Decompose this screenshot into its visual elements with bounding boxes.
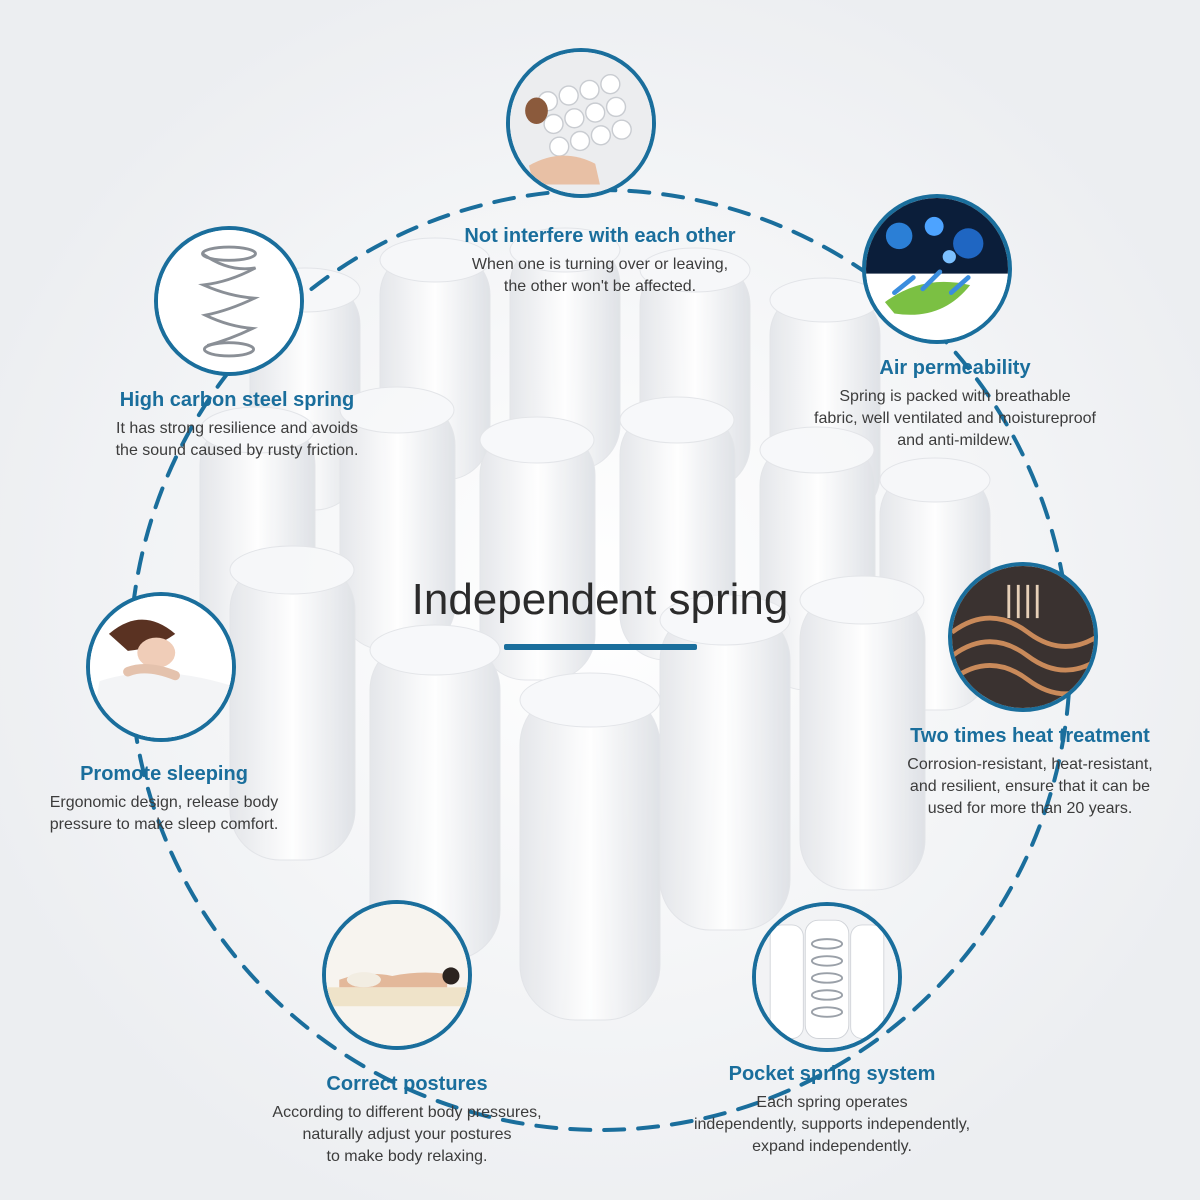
feature-heat-treatment: Two times heat treatment Corrosion-resis… <box>860 724 1200 820</box>
feature-description: Spring is packed with breathable fabric,… <box>814 388 1096 449</box>
page-title: Independent spring <box>411 575 789 624</box>
feature-correct-postures: Correct postures According to different … <box>222 1072 592 1168</box>
feature-title: High carbon steel spring <box>119 389 355 411</box>
feature-title: Air permeability <box>879 357 1031 379</box>
feature-description: It has strong resilience and avoids the … <box>115 420 359 459</box>
feature-high-carbon: High carbon steel spring It has strong r… <box>62 388 412 462</box>
pocket-spring-icon <box>752 902 902 1052</box>
feature-title: Two times heat treatment <box>910 725 1150 747</box>
feature-description: Corrosion-resistant, heat-resistant, and… <box>907 756 1153 817</box>
feature-description: When one is turning over or leaving, the… <box>471 256 729 295</box>
feature-title: Pocket spring system <box>728 1063 936 1085</box>
feature-pocket-spring: Pocket spring system Each spring operate… <box>652 1062 1012 1158</box>
lying-person-icon <box>322 900 472 1050</box>
bacteria-airflow-icon <box>862 194 1012 344</box>
pocket-coils-icon <box>506 48 656 198</box>
feature-air-permeability: Air permeability Spring is packed with b… <box>750 356 1160 452</box>
feature-description: Ergonomic design, release body pressure … <box>49 794 279 833</box>
heated-coil-icon <box>948 562 1098 712</box>
feature-title: Promote sleeping <box>80 763 248 785</box>
title-underline <box>504 644 697 650</box>
feature-title: Correct postures <box>326 1073 488 1095</box>
sleeping-woman-icon <box>86 592 236 742</box>
coil-spring-icon <box>154 226 304 376</box>
feature-description: According to different body pressures, n… <box>272 1104 542 1165</box>
feature-not-interfere: Not interfere with each other When one i… <box>380 224 820 298</box>
feature-description: Each spring operates independently, supp… <box>693 1094 971 1155</box>
feature-title: Not interfere with each other <box>464 225 736 247</box>
feature-promote-sleeping: Promote sleeping Ergonomic design, relea… <box>4 762 324 836</box>
